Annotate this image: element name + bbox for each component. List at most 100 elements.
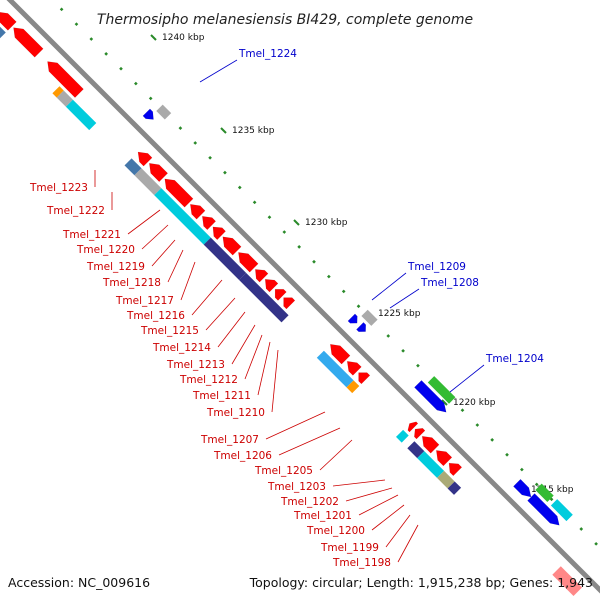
gene-label-reverse[interactable]: Tmel_1216	[126, 310, 185, 322]
ruler-tick	[327, 274, 331, 279]
cog-block[interactable]	[203, 237, 247, 280]
gene-label-reverse[interactable]: Tmel_1201	[293, 510, 352, 522]
gene-label-reverse[interactable]: Tmel_1200	[306, 525, 365, 537]
ruler-tick	[356, 304, 361, 309]
ruler-tick	[386, 334, 391, 338]
leader-line	[217, 311, 246, 348]
cds-reverse-arrow[interactable]	[13, 27, 44, 58]
leader-line	[271, 349, 279, 413]
cds-reverse-arrow[interactable]	[190, 204, 206, 220]
cds-reverse-arrow[interactable]	[274, 288, 287, 301]
cds-reverse-arrow[interactable]	[358, 372, 371, 385]
leader-line	[332, 479, 386, 487]
kbp-label: 1225 kbp	[378, 309, 421, 319]
cds-reverse-arrow[interactable]	[407, 421, 419, 433]
gene-label-forward[interactable]: Tmel_1209	[407, 261, 466, 273]
cog-block[interactable]	[154, 188, 211, 245]
cog-block[interactable]	[407, 441, 425, 459]
cds-forward-arrow[interactable]	[513, 478, 532, 498]
gene-label-reverse[interactable]: Tmel_1206	[213, 450, 272, 462]
cds-reverse-arrow[interactable]	[238, 252, 259, 273]
cds-reverse-arrow[interactable]	[149, 163, 169, 183]
gene-label-reverse[interactable]: Tmel_1212	[179, 374, 238, 386]
ruler-tick	[237, 185, 242, 190]
leader-line	[345, 487, 393, 502]
gene-label-reverse[interactable]: Tmel_1217	[115, 295, 174, 307]
cds-forward-arrow[interactable]	[414, 380, 447, 413]
gene-label-reverse[interactable]: Tmel_1215	[140, 325, 199, 337]
cds-forward-arrow[interactable]	[527, 493, 560, 526]
leader-line	[199, 59, 238, 83]
gene-label-reverse[interactable]: Tmel_1213	[166, 359, 225, 371]
gene-label-reverse[interactable]: Tmel_1222	[46, 205, 105, 217]
cog-block[interactable]	[447, 481, 462, 495]
cog-block[interactable]	[65, 99, 97, 131]
cog-block[interactable]	[0, 18, 6, 39]
gene-label-reverse[interactable]: Tmel_1218	[102, 277, 161, 289]
gene-label-reverse[interactable]: Tmel_1220	[76, 244, 135, 256]
gene-label-reverse[interactable]: Tmel_1203	[267, 481, 326, 493]
leader-line	[278, 427, 341, 456]
kbp-label: 1215 kbp	[531, 485, 574, 495]
map-title: Thermosipho melanesiensis BI429, complet…	[97, 12, 473, 28]
gene-label-reverse[interactable]: Tmel_1198	[332, 557, 391, 569]
gene-label-reverse[interactable]: Tmel_1223	[29, 182, 88, 194]
cog-block[interactable]	[52, 86, 64, 98]
cds-reverse-arrow[interactable]	[283, 297, 296, 310]
leader-line	[449, 364, 485, 393]
cds-reverse-arrow[interactable]	[47, 61, 84, 98]
gene-label-reverse[interactable]: Tmel_1214	[152, 342, 211, 354]
cds-partial[interactable]	[552, 566, 582, 596]
cog-block[interactable]	[239, 272, 289, 323]
cds-forward-arrow[interactable]	[356, 322, 367, 332]
cds-reverse-arrow[interactable]	[346, 361, 362, 376]
cog-block[interactable]	[134, 168, 162, 196]
cds-reverse-arrow[interactable]	[0, 12, 17, 31]
leader-line	[385, 514, 411, 548]
gene-label-reverse[interactable]: Tmel_1221	[62, 229, 121, 241]
cds-reverse-arrow[interactable]	[137, 151, 153, 167]
cds-reverse-arrow[interactable]	[448, 462, 463, 477]
gene-label-reverse[interactable]: Tmel_1219	[86, 261, 145, 273]
gene-label-forward[interactable]: Tmel_1208	[420, 277, 479, 289]
cog-block[interactable]	[361, 309, 378, 326]
gene-label-reverse[interactable]: Tmel_1202	[280, 496, 339, 508]
cog-block[interactable]	[156, 104, 172, 120]
cds-forward-arrow[interactable]	[347, 313, 358, 324]
cds-reverse-arrow[interactable]	[222, 236, 242, 256]
gene-label-reverse[interactable]: Tmel_1207	[200, 434, 259, 446]
ruler-tick	[267, 215, 272, 220]
gene-features	[0, 12, 582, 596]
cds-reverse-arrow[interactable]	[436, 450, 453, 467]
gene-label-reverse[interactable]: Tmel_1211	[192, 390, 251, 402]
cds-reverse-arrow[interactable]	[330, 344, 351, 365]
cds-reverse-arrow[interactable]	[202, 216, 217, 231]
cog-block[interactable]	[346, 380, 360, 394]
cog-block[interactable]	[437, 470, 455, 489]
cog-block[interactable]	[316, 350, 354, 388]
cds-reverse-arrow[interactable]	[414, 428, 426, 440]
cog-block[interactable]	[550, 499, 573, 522]
gene-label-reverse[interactable]: Tmel_1210	[206, 407, 265, 419]
cog-block[interactable]	[535, 483, 554, 502]
cog-block[interactable]	[396, 429, 409, 443]
cog-block[interactable]	[124, 158, 142, 176]
cds-reverse-arrow[interactable]	[164, 178, 194, 208]
gene-label-forward[interactable]: Tmel_1224	[238, 48, 297, 60]
cog-block[interactable]	[417, 451, 445, 478]
cog-block[interactable]	[427, 376, 456, 404]
cds-reverse-arrow[interactable]	[264, 279, 279, 293]
leader-line	[371, 272, 407, 301]
genome-summary-text: Topology: circular; Length: 1,915,238 bp…	[249, 575, 593, 590]
cds-reverse-arrow[interactable]	[255, 269, 269, 283]
gene-label-reverse[interactable]: Tmel_1205	[254, 465, 313, 477]
gene-label-reverse[interactable]: Tmel_1199	[320, 542, 379, 554]
gene-label-forward[interactable]: Tmel_1204	[485, 353, 544, 365]
cog-block[interactable]	[56, 90, 73, 107]
ruler-tick	[534, 482, 539, 487]
cds-forward-arrow[interactable]	[142, 108, 154, 120]
cds-reverse-arrow[interactable]	[421, 435, 440, 454]
cds-reverse-arrow[interactable]	[212, 226, 226, 241]
kbp-major-tick	[441, 399, 448, 406]
ruler-tick	[104, 52, 108, 56]
